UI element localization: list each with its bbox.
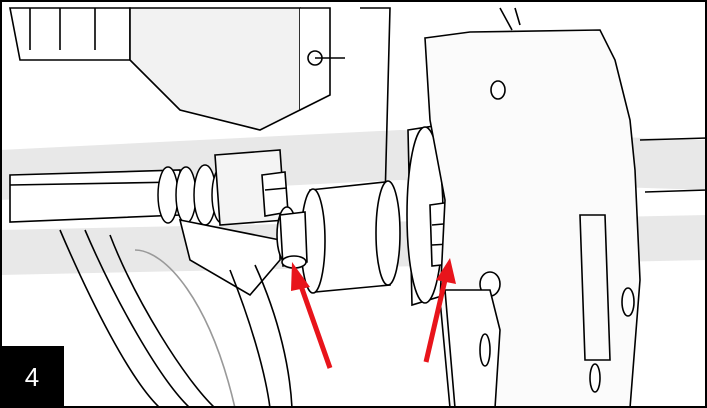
- wheel: [59, 229, 293, 408]
- red-arrow-icon: [291, 262, 333, 369]
- step-number-badge: 4: [0, 346, 64, 408]
- spacer-bushing: [276, 180, 401, 294]
- step-number: 4: [24, 361, 40, 392]
- side-plate: [424, 29, 707, 408]
- red-arrow-icon: [423, 258, 456, 363]
- upper-right-edges: [499, 7, 521, 31]
- frame-bracket: [9, 7, 391, 201]
- axle-shaft: [9, 169, 181, 223]
